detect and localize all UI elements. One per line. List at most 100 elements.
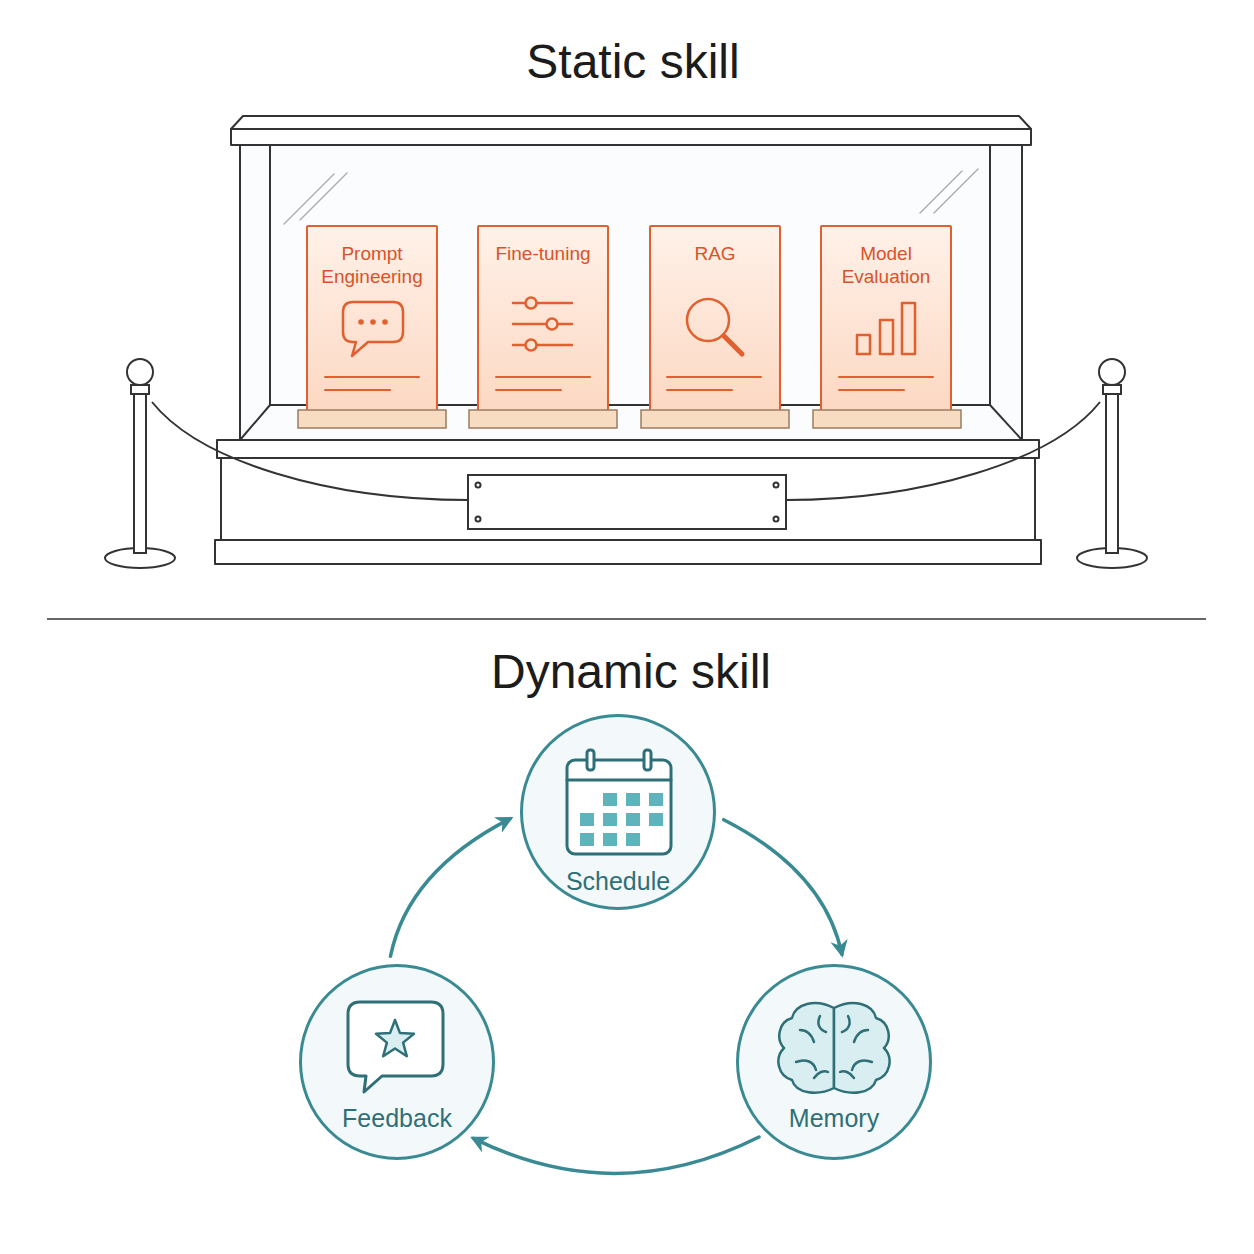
glass-back-edge [989, 145, 991, 405]
rope [152, 402, 1100, 500]
stanchion [1077, 359, 1147, 568]
placeholder-line [667, 389, 732, 391]
calendar-day [603, 793, 617, 806]
rope-segment [152, 402, 468, 500]
placeholder-line [667, 376, 761, 378]
section-divider [47, 618, 1206, 620]
plaque-screw [476, 483, 481, 488]
brain-fold [818, 1016, 826, 1032]
case-base-top [217, 440, 1039, 458]
stanchion-ball [127, 359, 153, 385]
brain-icon [778, 1003, 889, 1093]
reflection-line [920, 171, 962, 213]
placeholder-line [496, 376, 590, 378]
calendar-header [567, 779, 671, 782]
shelf-edge [990, 405, 1022, 440]
case-base-body [221, 458, 1035, 540]
chat-dot [358, 319, 364, 325]
slider-track [513, 344, 572, 347]
slider-track [513, 323, 572, 326]
calendar-body [567, 760, 671, 854]
glass-back-edge [269, 145, 271, 405]
plaque-plate [468, 475, 786, 529]
slider-knob [526, 298, 537, 309]
placeholder-line [839, 376, 933, 378]
brain-lobe [834, 1003, 890, 1093]
card-holder [469, 410, 617, 428]
case-glass [240, 145, 1022, 441]
calendar-day [626, 793, 640, 806]
skill-card: Model Evaluation [820, 225, 952, 412]
cycle-arrow [391, 819, 511, 957]
chart-bar [880, 320, 893, 354]
skill-card: RAG [649, 225, 781, 412]
card-label-box: RAG [657, 242, 773, 265]
brain-fold [814, 1071, 828, 1078]
case-lid-edge [231, 129, 1031, 145]
brain-fold [854, 1030, 868, 1042]
chat-dot [370, 319, 376, 325]
magnifier-lens [687, 299, 729, 341]
circle-label-box: Feedback [299, 1103, 495, 1133]
section-heading: Dynamic skill [4, 644, 1254, 700]
calendar-day [580, 833, 594, 846]
slider-knob [526, 340, 537, 351]
stanchion-pole [1106, 393, 1118, 553]
calendar-day [580, 813, 594, 826]
placeholder-line [839, 389, 904, 391]
step-label: Feedback [299, 1103, 495, 1133]
card-title: RAG [657, 242, 773, 265]
brain-lobe [778, 1003, 834, 1093]
skill-card: Fine-tuning [477, 225, 609, 412]
star-icon [376, 1020, 414, 1056]
placeholder-line [325, 389, 390, 391]
plaque [468, 475, 786, 529]
stanchion-pole [134, 393, 146, 553]
brain-fold [840, 1071, 854, 1078]
brain-folds [796, 1016, 872, 1078]
plaque-screw [476, 517, 481, 522]
card-holder [298, 410, 446, 428]
brain-fold [796, 1060, 816, 1070]
case-lid [231, 116, 1031, 129]
brain-fold [800, 1030, 814, 1042]
cycle-step-circle: Memory [736, 964, 932, 1160]
magnifier-handle [724, 336, 742, 354]
chat-icon [343, 302, 403, 356]
brain-fold [852, 1060, 872, 1070]
reflection-line [300, 173, 347, 220]
calendar-day [603, 833, 617, 846]
rope-segment [786, 402, 1100, 500]
card-holder [641, 410, 789, 428]
calendar-day [649, 793, 663, 806]
placeholder-line [325, 376, 419, 378]
card-holders [298, 410, 961, 428]
stanchion-base [1077, 548, 1147, 568]
cycle-step-circle: Schedule [520, 714, 716, 910]
chat-dot [382, 319, 388, 325]
stanchion-collar [131, 385, 149, 394]
card-title: Model Evaluation [828, 242, 944, 288]
feedback-icon [348, 1002, 443, 1092]
step-label: Memory [736, 1103, 932, 1133]
shelf-edge [240, 405, 270, 440]
brain-fold [842, 1016, 850, 1032]
slider-track [513, 302, 572, 305]
cycle-step-circle: Feedback [299, 964, 495, 1160]
calendar-days [580, 793, 663, 846]
card-title: Fine-tuning [485, 242, 601, 265]
case-base-foot [215, 540, 1041, 564]
chart-bar [857, 335, 870, 354]
skill-card: Prompt Engineering [306, 225, 438, 412]
calendar-ring [587, 750, 594, 770]
cycle-arrow [724, 820, 842, 955]
calendar-day [626, 833, 640, 846]
calendar-ring [644, 750, 651, 770]
feedback-bubble [348, 1002, 443, 1092]
card-icons [343, 298, 915, 357]
slider-knob [547, 319, 558, 330]
